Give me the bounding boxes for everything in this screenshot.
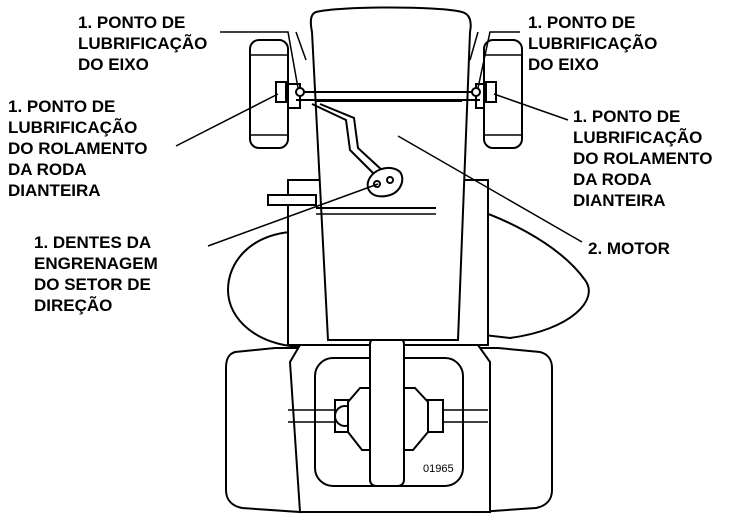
leader-bearing-left	[175, 93, 279, 147]
sector-gear-pivot-2	[386, 176, 394, 184]
label-wheel-bearing-left: 1. PONTO DE LUBRIFICAÇÃO DO ROLAMENTO DA…	[8, 97, 152, 200]
drive-shaft	[369, 337, 405, 487]
steering-sector-gear	[366, 166, 404, 198]
front-wheel-right	[483, 39, 523, 149]
steering-drag-link-2	[319, 103, 385, 173]
leader-steering-gear	[207, 183, 379, 247]
label-steering-gear: 1. DENTES DA ENGRENAGEM DO SETOR DE DIRE…	[34, 233, 162, 315]
label-wheel-bearing-right: 1. PONTO DE LUBRIFICAÇÃO DO ROLAMENTO DA…	[573, 107, 717, 210]
leader-bearing-right	[493, 93, 569, 121]
leader-engine	[397, 135, 583, 243]
wheel-hub-left	[275, 81, 287, 103]
leader-axle-right	[477, 31, 520, 89]
rear-wheel-left	[225, 347, 301, 514]
hood-edge-left	[295, 31, 307, 61]
steering-bracket	[267, 194, 317, 206]
rear-wheel-right	[477, 347, 553, 514]
steering-drag-link	[311, 103, 379, 179]
leader-lines	[175, 31, 583, 247]
mower-deck-left	[226, 231, 301, 349]
wheel-hub-right	[485, 81, 497, 103]
front-wheel-left	[249, 39, 289, 149]
figure-number: 01965	[423, 463, 454, 475]
axle-grease-fitting-left	[295, 87, 305, 97]
label-axle-left: 1. PONTO DE LUBRIFICAÇÃO DO EIXO	[78, 13, 212, 74]
label-axle-right: 1. PONTO DE LUBRIFICAÇÃO DO EIXO	[528, 13, 662, 74]
tractor-drawing	[225, 6, 590, 514]
leader-axle-left	[220, 31, 299, 89]
label-engine: 2. MOTOR	[588, 239, 670, 258]
hood-edge-right	[469, 31, 479, 61]
axle-grease-fitting-right	[471, 87, 481, 97]
